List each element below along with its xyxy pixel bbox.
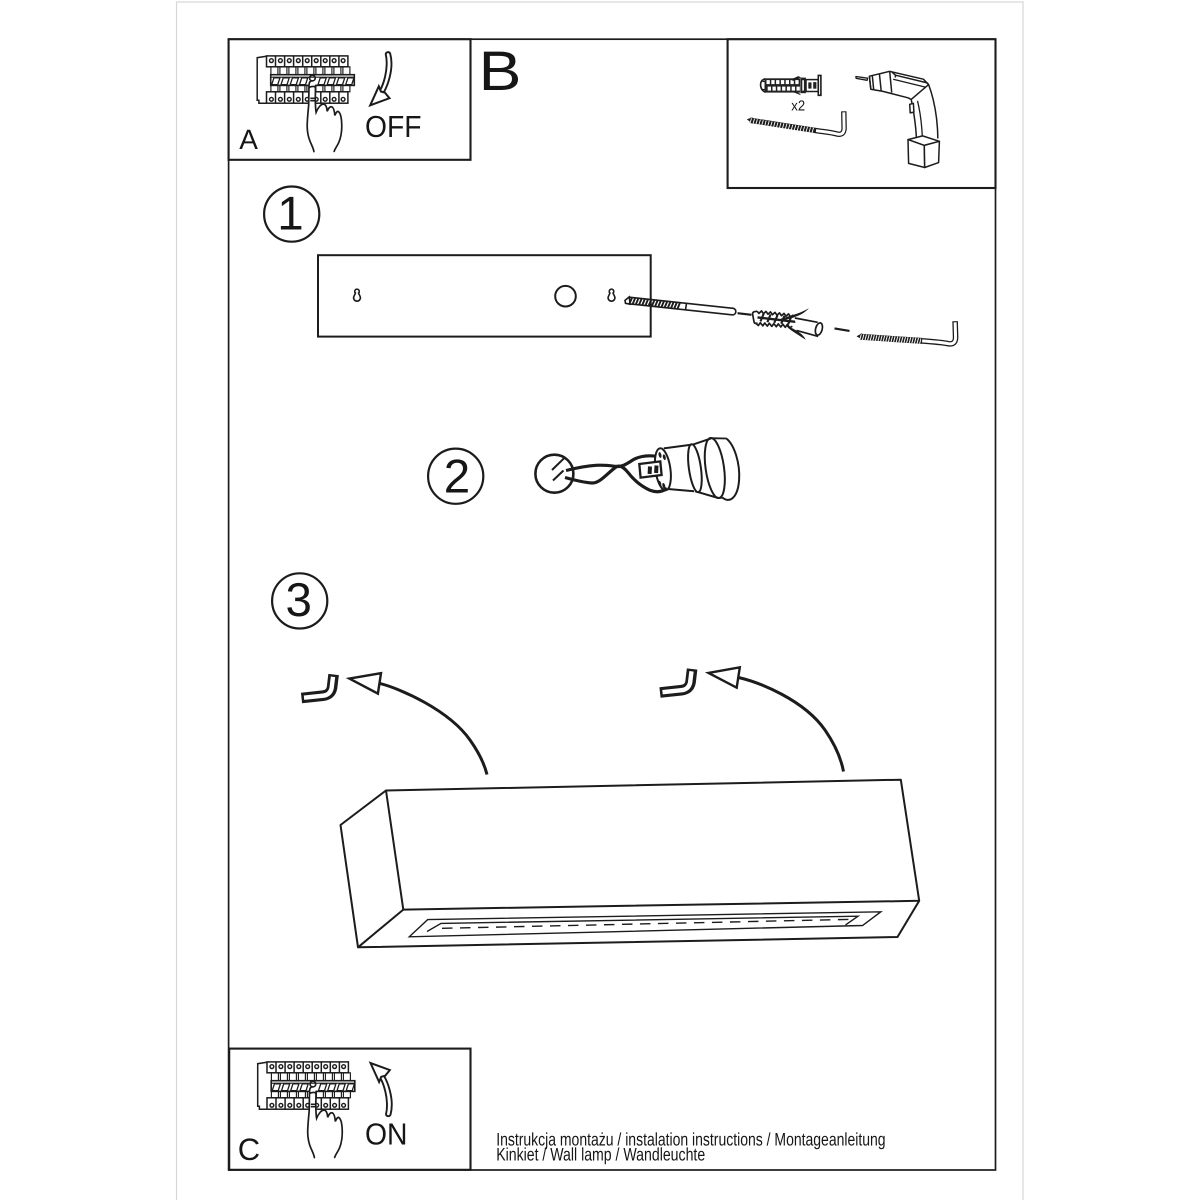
svg-text:A: A xyxy=(239,124,258,155)
svg-text:3: 3 xyxy=(285,574,311,627)
svg-text:ON: ON xyxy=(365,1118,408,1152)
svg-text:Kinkiet / Wall lamp / Wandleuc: Kinkiet / Wall lamp / Wandleuchte xyxy=(496,1144,705,1164)
svg-text:OFF: OFF xyxy=(365,110,422,144)
svg-text:Instrukcja montażu / instalati: Instrukcja montażu / instalation instruc… xyxy=(496,1130,885,1150)
svg-text:2: 2 xyxy=(444,451,470,504)
svg-text:1: 1 xyxy=(277,187,303,240)
svg-text:C: C xyxy=(238,1132,260,1167)
svg-text:x2: x2 xyxy=(791,99,805,115)
svg-text:B: B xyxy=(479,40,522,102)
